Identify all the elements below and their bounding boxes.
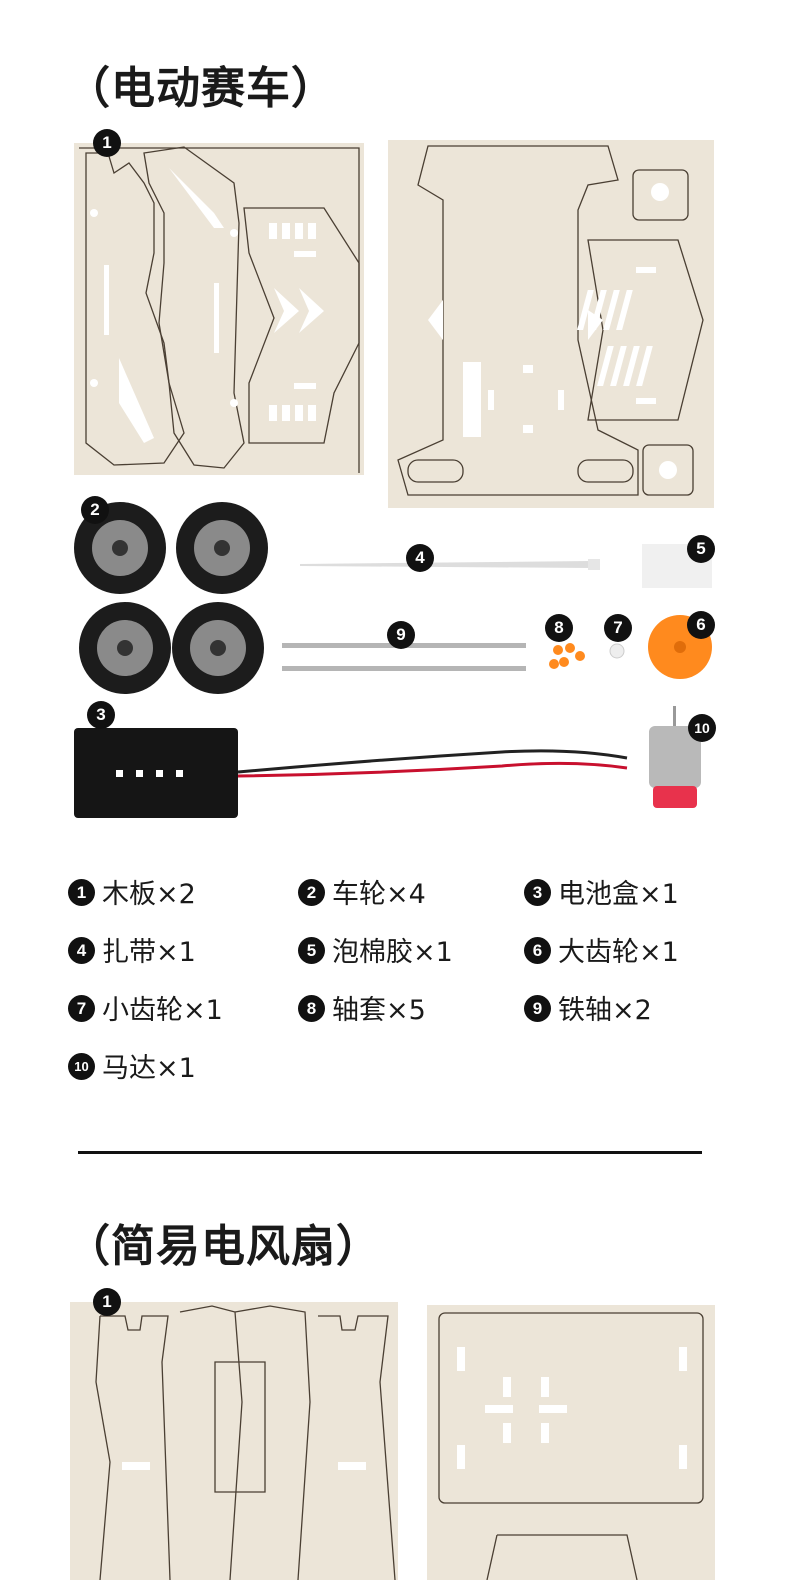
badge-2: 2 (81, 496, 109, 524)
legend-text: 大齿轮×1 (558, 937, 679, 968)
legend-item: 3 电池盒×1 (524, 872, 679, 911)
legend-text: 电池盒×1 (558, 879, 679, 910)
wood-board-left-image (74, 143, 364, 475)
legend-number: 2 (298, 879, 325, 906)
section-title-race-car: （电动赛车） (66, 63, 336, 114)
wheels-image (74, 502, 268, 694)
fan-badge-1: 1 (93, 1288, 121, 1316)
cable-tie-image (300, 559, 600, 570)
badge-6: 6 (687, 611, 715, 639)
motor-image (649, 706, 701, 808)
legend-item: 6 大齿轮×1 (524, 930, 679, 969)
legend-number: 9 (524, 995, 551, 1022)
legend-text: 铁轴×2 (558, 995, 652, 1026)
legend-item: 8 轴套×5 (298, 988, 426, 1027)
legend-item: 9 铁轴×2 (524, 988, 652, 1027)
legend-text: 木板×2 (102, 879, 196, 910)
fan-wood-board-right-image (427, 1305, 715, 1580)
legend-number: 3 (524, 879, 551, 906)
legend-number: 5 (298, 937, 325, 964)
legend-text: 小齿轮×1 (102, 995, 223, 1026)
legend-text: 扎带×1 (102, 937, 196, 968)
badge-7: 7 (604, 614, 632, 642)
section-divider (78, 1151, 702, 1154)
axle-sleeves-image (549, 643, 585, 669)
legend-number: 4 (68, 937, 95, 964)
badge-5: 5 (687, 535, 715, 563)
legend-number: 1 (68, 879, 95, 906)
legend-item: 10 马达×1 (68, 1046, 196, 1085)
battery-box-image (74, 728, 628, 818)
legend-text: 马达×1 (102, 1053, 196, 1084)
legend-item: 5 泡棉胶×1 (298, 930, 453, 969)
badge-9: 9 (387, 621, 415, 649)
legend-text: 车轮×4 (332, 879, 426, 910)
section-title-electric-fan: （简易电风扇） (66, 1221, 381, 1272)
wood-board-right-image (388, 140, 714, 508)
legend-number: 10 (68, 1053, 95, 1080)
legend-item: 7 小齿轮×1 (68, 988, 223, 1027)
badge-4: 4 (406, 544, 434, 572)
legend-item: 4 扎带×1 (68, 930, 196, 969)
legend-number: 8 (298, 995, 325, 1022)
badge-8: 8 (545, 614, 573, 642)
legend-number: 7 (68, 995, 95, 1022)
badge-1: 1 (93, 129, 121, 157)
badge-3: 3 (87, 701, 115, 729)
badge-10: 10 (688, 714, 716, 742)
fan-wood-board-left-image (70, 1302, 398, 1580)
legend-number: 6 (524, 937, 551, 964)
legend-text: 轴套×5 (332, 995, 426, 1026)
small-gear-image (609, 643, 625, 659)
legend-item: 1 木板×2 (68, 872, 196, 911)
legend-item: 2 车轮×4 (298, 872, 426, 911)
legend-text: 泡棉胶×1 (332, 937, 453, 968)
